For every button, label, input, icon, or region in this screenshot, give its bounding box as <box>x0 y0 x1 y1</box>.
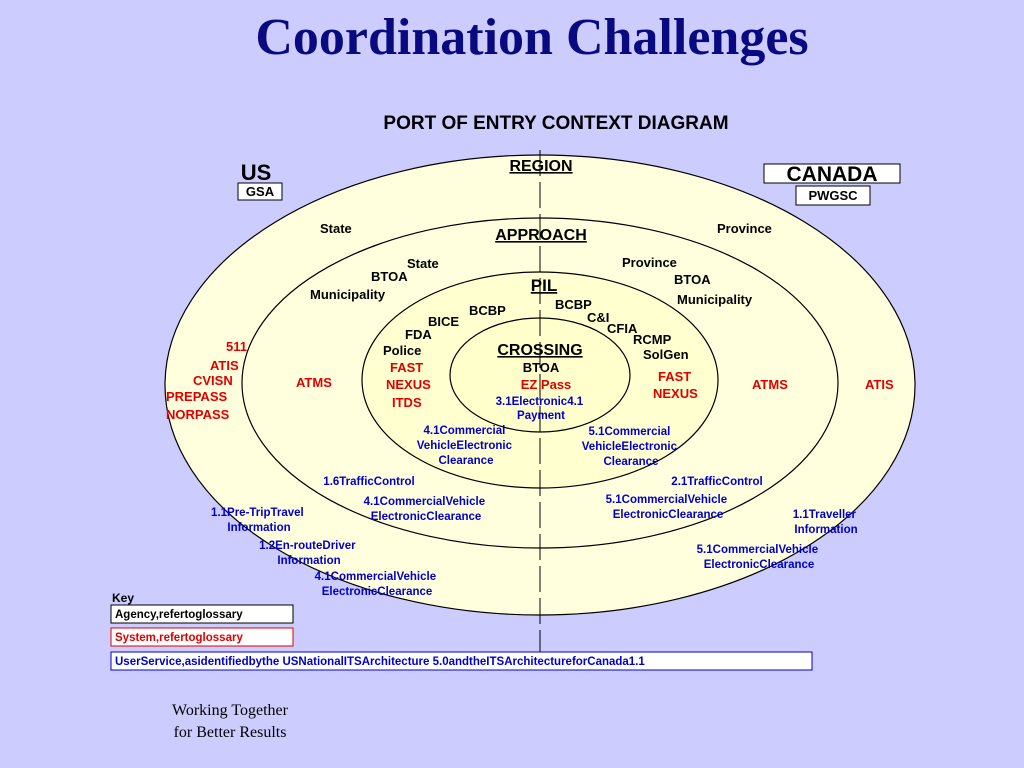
canada-label: CANADA <box>787 163 878 186</box>
system-fast-right: FAST <box>658 369 691 384</box>
btoa-right: BTOA <box>674 272 711 287</box>
cfia: CFIA <box>607 321 638 336</box>
bice: BICE <box>428 314 459 329</box>
footer-line-1: Working Together <box>172 702 288 719</box>
service-cvec-region-right: 5.1CommercialVehicle ElectronicClearance <box>697 544 822 571</box>
pwgsc-box <box>795 185 871 206</box>
footer-line-2: for Better Results <box>173 724 287 741</box>
municipality-right: Municipality <box>677 292 753 307</box>
fda: FDA <box>405 327 432 342</box>
legend-system-box <box>110 627 294 647</box>
service-traffic-right: 2.1TrafficControl <box>671 476 762 488</box>
slide-title: Coordination Challenges <box>255 9 809 66</box>
canada-box <box>763 163 901 184</box>
system-511: 511 <box>226 339 247 354</box>
legend-system: System,refertoglossary <box>115 632 243 644</box>
state-outer: State <box>320 221 352 236</box>
system-itds: ITDS <box>392 395 422 410</box>
ci: C&I <box>587 310 609 325</box>
gsa-label: GSA <box>246 184 275 199</box>
province-inner: Province <box>622 255 677 270</box>
legend-service: UserService,asidentifiedbythe USNational… <box>115 656 645 668</box>
service-cvec-approach-left: 4.1CommercialVehicle ElectronicClearance <box>364 496 489 523</box>
service-pretrip: 1.1Pre-TripTravel Information <box>211 507 307 534</box>
btoa-crossing: BTOA <box>523 360 560 375</box>
system-fast-left: FAST <box>390 360 423 375</box>
system-norpass: NORPASS <box>166 407 230 422</box>
legend-service-box <box>110 651 813 671</box>
service-traveller: 1.1Traveller Information <box>793 509 860 536</box>
legend: Key Agency,refertoglossary System,refert… <box>110 591 813 671</box>
system-atis-left: ATIS <box>210 358 239 373</box>
state-inner: State <box>407 256 439 271</box>
diagram-subtitle: PORT OF ENTRY CONTEXT DIAGRAM <box>383 113 728 134</box>
us-label: US <box>241 160 272 185</box>
rcmp: RCMP <box>633 332 672 347</box>
bcbp-left: BCBP <box>469 303 506 318</box>
service-enroute: 1.2En-routeDriver Information <box>259 540 359 567</box>
service-cvec-pil-left: 4.1Commercial VehicleElectronic Clearanc… <box>417 425 515 467</box>
crossing-title: CROSSING <box>497 342 582 359</box>
legend-title: Key <box>112 591 134 605</box>
footer: Working Together for Better Results <box>140 700 320 744</box>
system-ezpass: EZ Pass <box>521 377 572 392</box>
solgen: SolGen <box>643 347 689 362</box>
service-traffic-left: 1.6TrafficControl <box>323 476 414 488</box>
legend-agency: Agency,refertoglossary <box>115 609 243 621</box>
system-prepass: PREPASS <box>166 389 227 404</box>
service-cvec-approach-right: 5.1CommercialVehicle ElectronicClearance <box>606 494 731 521</box>
system-atis-right: ATIS <box>865 377 894 392</box>
system-atms-left: ATMS <box>296 375 332 390</box>
gsa-box <box>237 182 283 201</box>
system-nexus-left: NEXUS <box>386 377 431 392</box>
pil-title: PIL <box>531 276 557 295</box>
bcbp-right: BCBP <box>555 297 592 312</box>
system-cvisn: CVISN <box>193 373 233 388</box>
police: Police <box>383 343 421 358</box>
context-diagram: PORT OF ENTRY CONTEXT DIAGRAM US GSA CAN… <box>110 113 916 671</box>
system-atms-right: ATMS <box>752 377 788 392</box>
btoa-left: BTOA <box>371 269 408 284</box>
province-outer: Province <box>717 221 772 236</box>
system-nexus-right: NEXUS <box>653 386 698 401</box>
service-electronic-payment: 3.1Electronic4.1 Payment <box>496 396 587 422</box>
municipality-left: Municipality <box>310 287 386 302</box>
service-cvec-region-left: 4.1CommercialVehicle ElectronicClearance <box>315 571 440 598</box>
pwgsc-label: PWGSC <box>808 188 858 203</box>
legend-agency-box <box>110 604 294 624</box>
approach-title: APPROACH <box>495 227 587 244</box>
service-cvec-pil-right: 5.1Commercial VehicleElectronic Clearanc… <box>582 426 680 468</box>
region-title: REGION <box>509 158 572 175</box>
